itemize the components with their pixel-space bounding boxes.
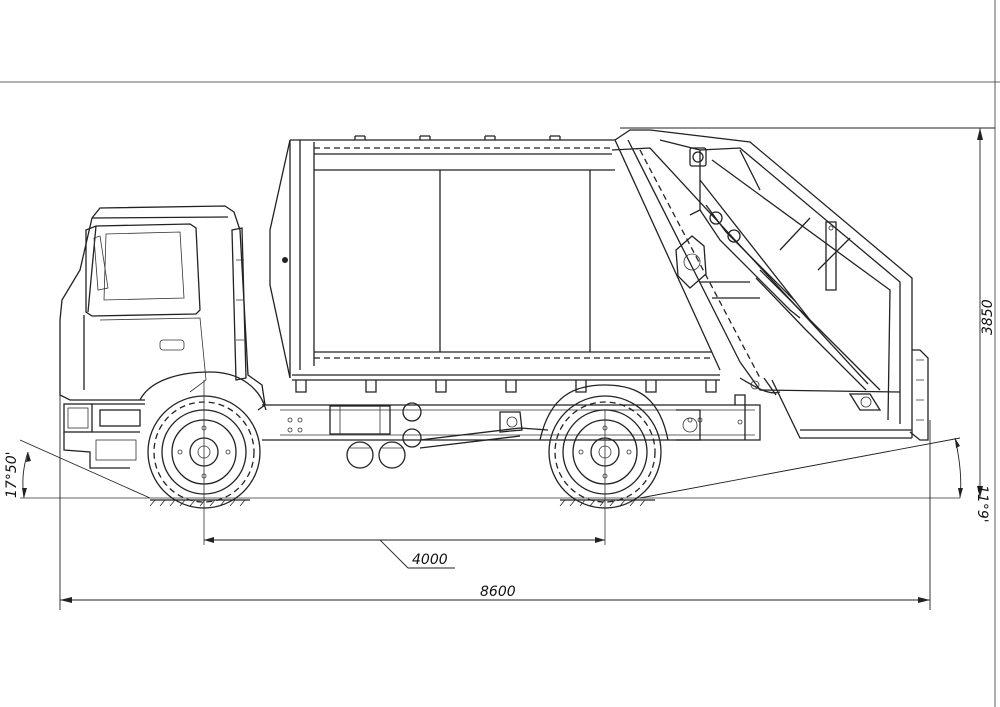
overall-height-label: 3850 — [980, 299, 996, 335]
dimension-lines — [19, 127, 995, 610]
body-top-hooks — [354, 135, 561, 140]
tailgate-loader — [611, 129, 929, 441]
ground-lines — [20, 497, 960, 507]
refuse-body — [269, 135, 721, 393]
front-angle-label: 17°50' — [4, 452, 20, 498]
rear-wheel — [539, 384, 669, 545]
chassis-frame — [262, 394, 761, 469]
overall-length-label: 8600 — [480, 584, 516, 600]
ground-hatch-front — [149, 499, 250, 507]
front-wheel — [147, 380, 261, 545]
ground-hatch-rear — [559, 499, 655, 507]
truck-cab — [59, 205, 267, 469]
rear-angle-label: 11°9' — [974, 485, 990, 523]
body-bottom-brackets — [295, 380, 717, 393]
wheelbase-label: 4000 — [412, 552, 448, 568]
